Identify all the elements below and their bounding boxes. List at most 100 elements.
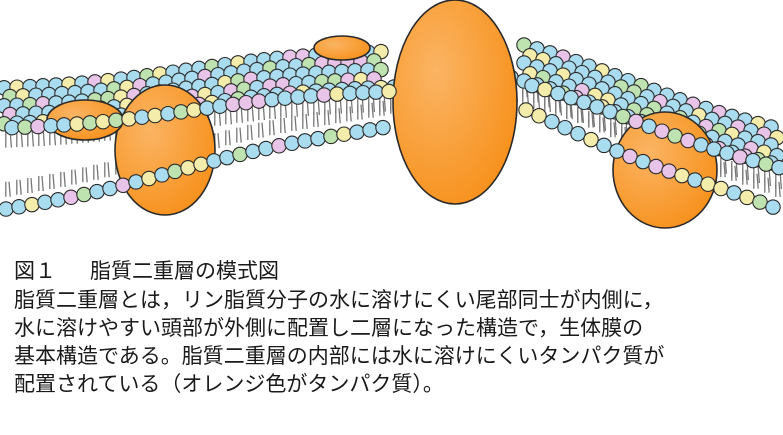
lipid-head	[219, 149, 235, 166]
lipid-tail	[93, 164, 99, 180]
lipid-tail	[82, 167, 88, 183]
lipid-tail	[302, 113, 308, 129]
lipid-head	[160, 105, 176, 122]
lipid-tail	[324, 110, 330, 126]
lipid-head	[76, 186, 92, 203]
lipid-head	[641, 118, 657, 135]
lipid-head	[342, 85, 358, 102]
lipid-head	[329, 86, 345, 102]
protein	[313, 35, 371, 61]
lipid-tail	[38, 175, 44, 192]
lipid-tail	[599, 114, 607, 131]
lipid-head	[167, 163, 183, 180]
lipid-head	[680, 132, 696, 149]
lipid-head	[583, 131, 599, 148]
lipid-head	[115, 177, 131, 194]
lipid-head	[186, 102, 202, 118]
lipid-head	[141, 170, 157, 187]
lipid-tail	[588, 112, 594, 128]
lipid-head	[596, 137, 612, 154]
lipid-head	[531, 108, 547, 124]
lipid-head	[765, 199, 781, 215]
lipid-tail	[27, 177, 33, 194]
lipid-tail	[5, 181, 11, 197]
lipid-head	[69, 116, 85, 132]
lipid-head	[349, 124, 365, 140]
lipid-tail	[291, 115, 297, 131]
lipid-tail	[49, 173, 55, 190]
lipid-tail	[236, 127, 242, 143]
lipid-head	[557, 119, 573, 136]
lipid-heads-front	[0, 77, 783, 217]
lipid-head	[570, 125, 586, 142]
lipid-tail	[335, 108, 341, 124]
lipid-head	[154, 167, 170, 183]
lipid-head	[102, 180, 118, 197]
figure-title: 脂質二重層の模式図	[90, 259, 279, 283]
lipid-head	[24, 196, 40, 213]
lipid-head	[147, 107, 163, 124]
caption-line-1: 脂質二重層とは，リン脂質分子の水に溶けにくい尾部同士が内側に，	[14, 288, 664, 312]
lipid-head	[43, 117, 59, 134]
lipid-head	[615, 108, 631, 125]
figure-number: 図１	[14, 259, 56, 283]
lipid-head	[609, 143, 625, 159]
lipid-head	[362, 122, 378, 138]
lipid-head	[550, 85, 566, 102]
caption-line-2: 水に溶けやすい頭部が外側に配置し二層になった構造で，生体膜の	[14, 316, 644, 340]
lipid-tail	[577, 107, 583, 123]
lipid-head	[674, 167, 690, 184]
lipid-head	[661, 163, 677, 179]
lipid-head	[622, 148, 638, 165]
lipid-head	[290, 89, 306, 105]
lipid-tail	[104, 162, 110, 178]
lipid-head	[518, 102, 534, 118]
lipid-head	[37, 194, 53, 211]
lipid-head	[602, 103, 618, 120]
lipid-head	[667, 128, 683, 144]
lipid-head	[95, 113, 111, 130]
lipid-head	[537, 81, 553, 98]
lipid-head	[17, 119, 33, 135]
lipid-head	[771, 159, 783, 176]
lipid-head	[375, 119, 391, 136]
lipid-head	[225, 96, 241, 113]
lipid-head	[232, 146, 248, 163]
lipid-head	[719, 145, 735, 161]
lipid-tail	[258, 122, 264, 138]
lipid-head	[303, 88, 319, 104]
lipid-tail	[247, 124, 253, 141]
lipid-head	[713, 180, 729, 197]
lipid-tail	[742, 169, 748, 185]
lipid-tail	[313, 111, 319, 127]
lipid-head	[563, 90, 579, 106]
lipid-head	[238, 94, 254, 111]
lipid-head	[258, 140, 274, 157]
lipid-head	[251, 93, 267, 109]
lipid-head	[693, 137, 709, 153]
lipid-head	[193, 156, 209, 173]
lipid-tail	[599, 117, 605, 133]
lipid-tail	[753, 173, 759, 189]
lipid-tail	[775, 181, 781, 198]
lipid-head	[30, 118, 46, 135]
lipid-head	[355, 84, 371, 101]
lipid-head	[4, 119, 20, 136]
lipid-head	[381, 83, 397, 100]
lipid-head	[687, 172, 703, 188]
lipid-head	[758, 156, 774, 172]
lipid-head	[316, 87, 332, 103]
lipid-head	[206, 153, 222, 169]
lipid-head	[50, 192, 66, 208]
lipid-head	[128, 174, 144, 190]
lipid-tail	[555, 99, 563, 116]
lipid-tail	[379, 100, 385, 116]
lipid-head	[739, 189, 755, 206]
lipid-head	[732, 149, 748, 165]
protein	[392, 0, 518, 205]
lipid-tail	[346, 106, 352, 122]
lipid-tail	[60, 171, 66, 187]
lipid-tail	[280, 117, 286, 134]
lipid-head	[310, 130, 326, 147]
lipid-head	[121, 111, 137, 127]
